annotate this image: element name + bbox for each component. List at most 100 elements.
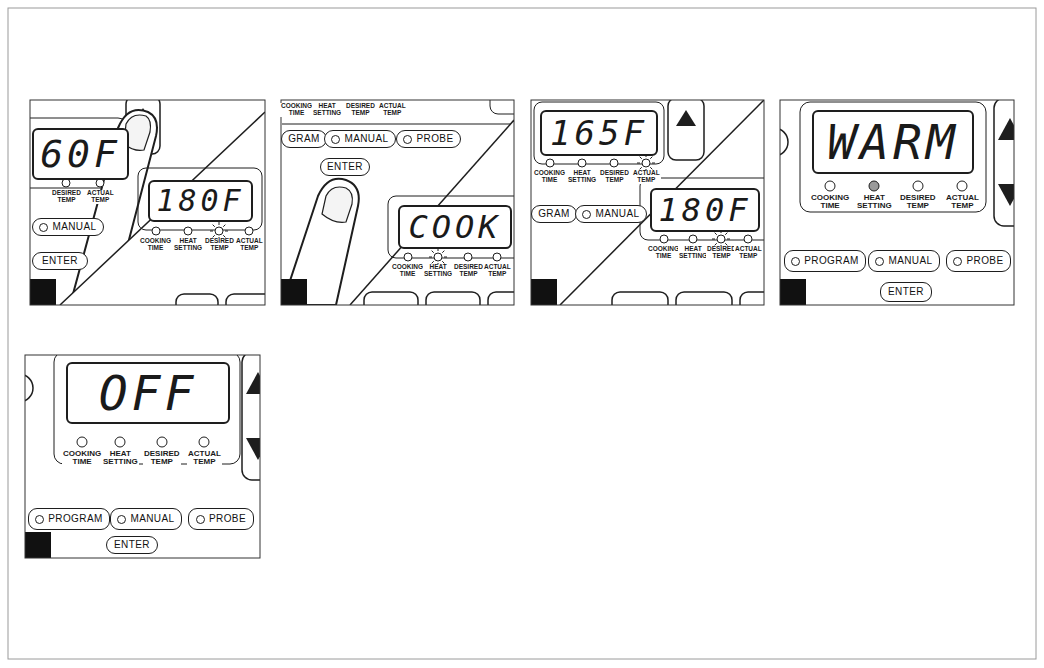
knob-edge	[25, 374, 33, 402]
indicator-label: ACTUAL TEMP	[235, 238, 264, 252]
indicator-label: COOKING TIME	[62, 450, 102, 467]
light-ray	[210, 231, 213, 232]
indicator-light	[152, 227, 160, 235]
control-button: PROGRAM	[28, 508, 110, 530]
control-button: MANUAL	[32, 218, 104, 236]
indicator-label: HEAT SETTING	[102, 450, 139, 467]
light-ray	[715, 233, 717, 235]
button-label: PROBE	[416, 134, 453, 144]
partial-button	[612, 292, 668, 305]
indicator-label: ACTUAL TEMP	[945, 194, 980, 211]
down-arrow	[998, 184, 1014, 206]
indicator-label: HEAT SETTING	[312, 103, 342, 117]
display-readout: 165F	[550, 116, 648, 150]
step-marker	[25, 532, 51, 558]
light-ray	[712, 239, 715, 240]
button-label: MANUAL	[344, 134, 388, 144]
button-light	[953, 257, 962, 266]
indicator-label: DESIRED TEMP	[706, 246, 737, 260]
panel-4-art	[780, 100, 1014, 305]
indicator-label: HEAT SETTING	[678, 246, 708, 260]
button-light	[582, 210, 591, 219]
partial-button	[426, 292, 480, 305]
step-marker	[531, 279, 557, 305]
button-label: ENTER	[888, 287, 924, 297]
console-edge	[534, 102, 664, 164]
indicator-light	[115, 437, 125, 447]
lcd-display: OFF	[66, 362, 230, 424]
indicator-label: ACTUAL TEMP	[632, 170, 661, 184]
panel-3-art	[531, 100, 764, 305]
light-ray	[652, 163, 655, 164]
lcd-display: 180F	[650, 188, 760, 232]
light-ray	[223, 225, 225, 227]
up-arrow	[246, 372, 260, 394]
arrow-button	[994, 100, 1014, 226]
display-readout: 60F	[40, 135, 121, 173]
light-ray	[725, 233, 727, 235]
panel-frame	[780, 100, 1014, 305]
control-button: ENTER	[320, 158, 370, 176]
indicator-light	[199, 437, 209, 447]
control-button: PROBE	[946, 250, 1011, 272]
down-arrow	[246, 438, 260, 460]
step-marker	[780, 279, 806, 305]
display-readout: 180F	[156, 186, 244, 216]
indicator-label: HEAT SETTING	[567, 170, 597, 184]
button-light	[35, 515, 44, 524]
indicator-light	[825, 181, 835, 191]
control-button: ENTER	[880, 282, 932, 302]
indicator-label: HEAT SETTING	[856, 194, 893, 211]
button-label: ENTER	[327, 162, 363, 172]
indicator-label: ACTUAL TEMP	[483, 264, 512, 278]
indicator-label: COOKING TIME	[810, 194, 850, 211]
partial-button	[176, 294, 218, 305]
button-label: MANUAL	[52, 222, 96, 232]
light-ray	[442, 251, 444, 253]
indicator-light	[610, 159, 618, 167]
indicator-light	[660, 235, 668, 243]
indicator-label: COOKING TIME	[391, 264, 424, 278]
control-button: PROGRAM	[784, 250, 866, 272]
light-ray	[444, 257, 447, 258]
indicator-light	[578, 159, 586, 167]
control-button: MANUAL	[868, 250, 940, 272]
indicator-label: DESIRED TEMP	[453, 264, 484, 278]
light-ray	[213, 225, 215, 227]
arrow-button	[242, 355, 260, 480]
indicator-label: ACTUAL TEMP	[734, 246, 763, 260]
display-readout: COOK	[408, 211, 501, 243]
indicator-label: COOKING TIME	[280, 103, 313, 117]
partial-button	[490, 100, 514, 114]
console-edge	[282, 124, 514, 125]
button-label: MANUAL	[130, 514, 174, 524]
partial-button	[740, 292, 764, 305]
indicator-light	[215, 227, 223, 235]
indicator-light	[464, 253, 472, 261]
step-marker	[30, 279, 56, 305]
indicator-light	[869, 181, 879, 191]
button-label: GRAM	[538, 209, 570, 219]
button-label: ENTER	[114, 540, 150, 550]
lcd-display: 165F	[540, 110, 658, 156]
lcd-display: COOK	[398, 205, 512, 249]
indicator-label: DESIRED TEMP	[899, 194, 937, 211]
partial-button	[364, 292, 418, 305]
indicator-light	[493, 253, 501, 261]
step-marker	[281, 279, 307, 305]
light-ray	[640, 157, 642, 159]
console-edge	[640, 178, 764, 240]
indicator-label: HEAT SETTING	[423, 264, 453, 278]
indicator-light	[642, 159, 650, 167]
indicator-light	[717, 235, 725, 243]
indicator-label: DESIRED TEMP	[345, 103, 376, 117]
console-edge	[388, 196, 514, 258]
indicator-light	[546, 159, 554, 167]
light-ray	[727, 239, 730, 240]
console-edge	[138, 168, 262, 230]
indicator-label: HEAT SETTING	[173, 238, 203, 252]
control-button: PROBE	[188, 508, 254, 530]
